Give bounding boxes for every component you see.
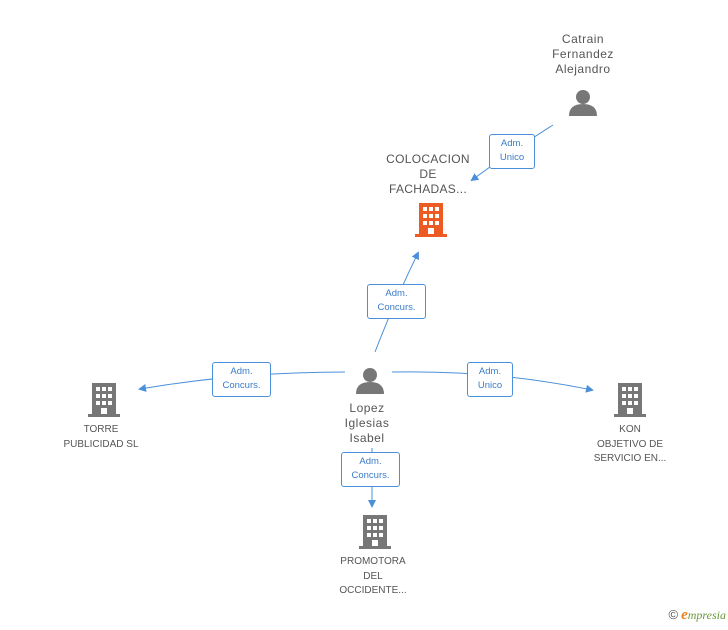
node-label-line: OBJETIVO DE (596, 438, 664, 450)
node-label-promotora[interactable]: PROMOTORA DEL OCCIDENTE... (318, 555, 428, 599)
edge-label-line: Concurs. (222, 380, 261, 391)
edge-label-line: Adm. (478, 366, 502, 377)
node-label-line: DE (419, 167, 437, 181)
edge-label-line: Concurs. (377, 302, 416, 313)
node-label-colocacion[interactable]: COLOCACION DE FACHADAS... (368, 152, 488, 197)
brand-name: mpresia (687, 608, 726, 622)
node-label-line: Iglesias (344, 416, 390, 430)
node-label-line: Isabel (349, 431, 385, 445)
node-label-kon[interactable]: KON OBJETIVO DE SERVICIO EN... (575, 423, 685, 467)
edge-label-lopez-kon: Adm. Unico (467, 362, 513, 397)
building-icon[interactable] (359, 515, 391, 549)
node-label-line: PROMOTORA (340, 556, 406, 567)
building-icon[interactable] (614, 383, 646, 417)
node-label-line: OCCIDENTE... (339, 585, 407, 596)
node-label-line: Fernandez (552, 47, 614, 61)
building-icon[interactable] (415, 203, 447, 237)
building-icon[interactable] (88, 383, 120, 417)
edge-label-line: Adm. (500, 138, 524, 149)
node-label-line: Alejandro (555, 62, 611, 76)
edge-label-line: Unico (477, 380, 503, 391)
edge-label-line: Adm. (359, 456, 382, 467)
edge-label-line: Adm. (230, 366, 253, 377)
copyright-icon: © (668, 607, 679, 622)
edge-label-lopez-promotora: Adm. Concurs. (341, 452, 400, 487)
node-label-line: PUBLICIDAD SL (63, 438, 139, 450)
node-label-line: Catrain (561, 32, 605, 46)
brand-e: e (681, 607, 688, 623)
node-label-line: KON (619, 424, 641, 435)
node-label-lopez[interactable]: Lopez Iglesias Isabel (317, 401, 417, 446)
edge-label-lopez-colocacion: Adm. Concurs. (367, 284, 426, 319)
edge-label-catrain-colocacion: Adm. Unico (489, 134, 535, 169)
person-icon[interactable] (569, 90, 597, 116)
brand-logo[interactable]: ©empresia (669, 607, 727, 624)
edge-label-line: Unico (499, 152, 525, 163)
node-label-catrain[interactable]: Catrain Fernandez Alejandro (533, 32, 633, 77)
node-label-line: COLOCACION (386, 152, 470, 166)
edge-label-line: Concurs. (351, 470, 390, 481)
edge-label-line: Adm. (385, 288, 408, 299)
node-label-line: DEL (363, 570, 383, 582)
person-icon[interactable] (356, 368, 384, 394)
node-label-torre[interactable]: TORRE PUBLICIDAD SL (46, 423, 156, 452)
node-label-line: Lopez (349, 401, 385, 415)
node-label-line: TORRE (83, 424, 119, 435)
edge-label-lopez-torre: Adm. Concurs. (212, 362, 271, 397)
node-label-line: FACHADAS... (389, 182, 467, 196)
node-label-line: SERVICIO EN... (593, 453, 667, 464)
